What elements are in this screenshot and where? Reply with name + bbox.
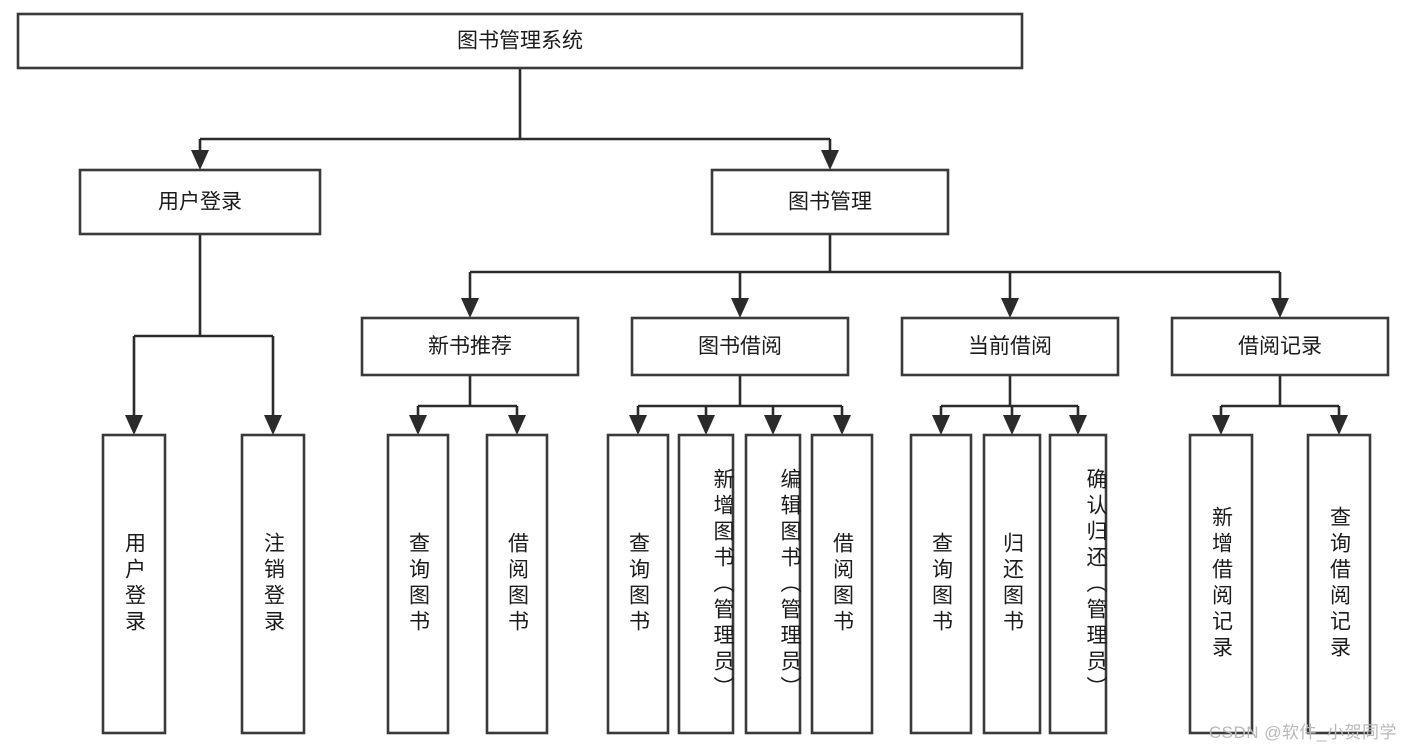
node-box-leaf-borrow-book-1[interactable]	[485, 433, 549, 735]
node-box-new-book-rec[interactable]	[360, 316, 580, 377]
node-box-leaf-borrow-book-2[interactable]	[810, 433, 874, 735]
arrow-head-icon	[1271, 298, 1289, 318]
node-box-leaf-add-book[interactable]	[677, 433, 735, 735]
node-label-book-borrow: 图书借阅	[698, 335, 782, 358]
node-box-current-borrow[interactable]	[900, 316, 1120, 377]
watermark-text: CSDN @软件_小贺同学	[1208, 723, 1397, 742]
node-label-new-book-rec: 新书推荐	[428, 335, 512, 358]
node-box-root[interactable]	[16, 12, 1024, 70]
node-box-leaf-query-book-3[interactable]	[909, 433, 973, 735]
arrow-head-icon	[821, 150, 839, 170]
arrow-head-icon	[932, 415, 950, 435]
arrow-head-icon	[264, 415, 282, 435]
node-label-user-login: 用户登录	[158, 191, 242, 214]
node-box-leaf-return-book[interactable]	[982, 433, 1042, 735]
arrow-head-icon	[191, 150, 209, 170]
node-label-book-manage: 图书管理	[788, 191, 872, 214]
node-box-leaf-user-login[interactable]	[101, 433, 167, 735]
node-box-borrow-record[interactable]	[1170, 316, 1390, 377]
node-box-leaf-add-record[interactable]	[1188, 433, 1254, 735]
connector-layer	[125, 68, 1348, 435]
node-box-leaf-confirm-return[interactable]	[1048, 433, 1108, 735]
node-box-book-manage[interactable]	[710, 168, 950, 236]
arrow-head-icon	[1003, 415, 1021, 435]
arrow-head-icon	[629, 415, 647, 435]
node-box-user-login[interactable]	[78, 168, 322, 236]
node-box-leaf-query-book-2[interactable]	[606, 433, 670, 735]
node-box-leaf-query-record[interactable]	[1306, 433, 1372, 735]
node-box-layer	[16, 12, 1390, 735]
arrow-head-icon	[1069, 415, 1087, 435]
node-label-current-borrow: 当前借阅	[968, 335, 1052, 358]
arrow-head-icon	[697, 415, 715, 435]
arrow-head-icon	[1212, 415, 1230, 435]
arrow-head-icon	[764, 415, 782, 435]
arrow-head-icon	[1001, 298, 1019, 318]
node-box-leaf-edit-book[interactable]	[744, 433, 802, 735]
node-label-root: 图书管理系统	[457, 30, 583, 53]
arrow-head-icon	[508, 415, 526, 435]
node-label-borrow-record: 借阅记录	[1238, 335, 1322, 358]
node-box-book-borrow[interactable]	[630, 316, 850, 377]
arrow-head-icon	[1330, 415, 1348, 435]
arrow-head-icon	[125, 415, 143, 435]
arrow-head-icon	[461, 298, 479, 318]
arrow-head-icon	[409, 415, 427, 435]
node-box-leaf-logout[interactable]	[240, 433, 306, 735]
arrow-head-icon	[731, 298, 749, 318]
node-box-leaf-query-book-1[interactable]	[386, 433, 450, 735]
arrow-head-icon	[833, 415, 851, 435]
